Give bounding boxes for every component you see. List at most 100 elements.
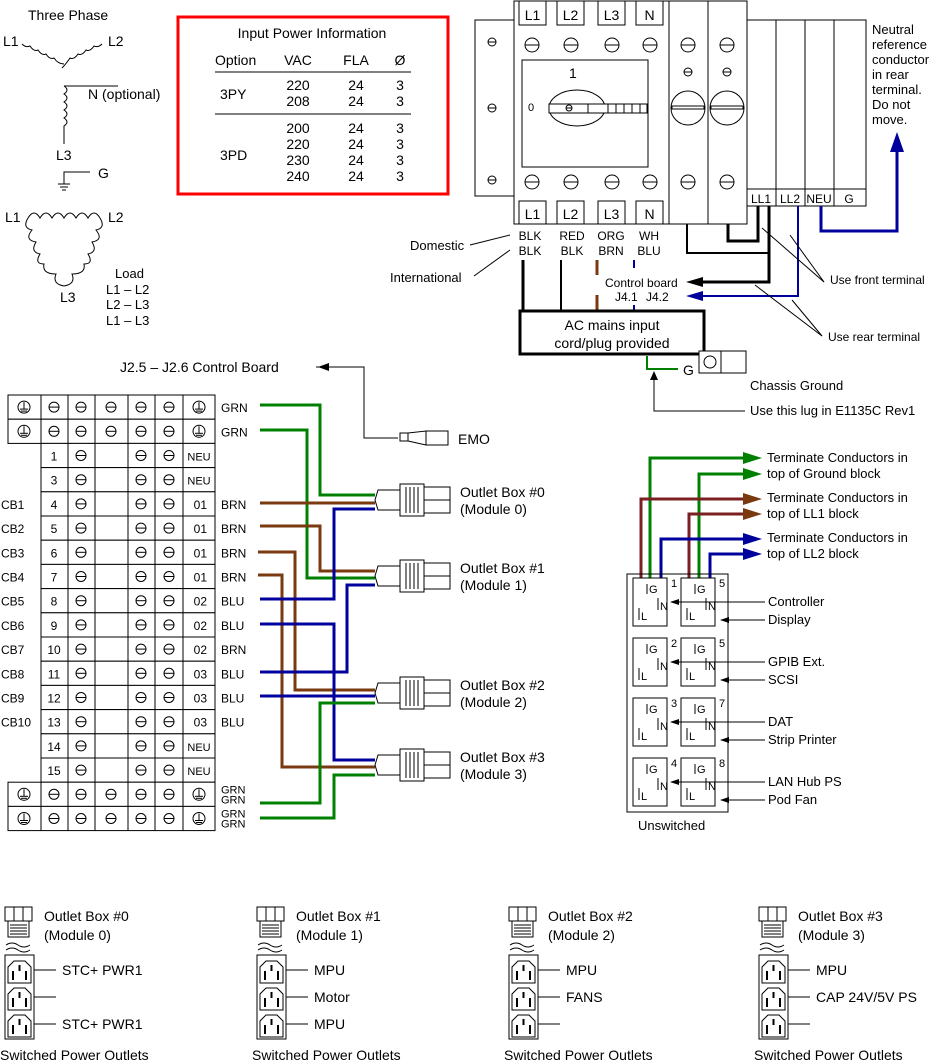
terminate-label: top of LL2 block [767,546,859,561]
outlet-receptacle-icon [761,1014,786,1038]
table-cell: 24 [348,136,364,152]
screw-icon [163,450,175,461]
load-title: Load [115,266,144,281]
table-cell: 200 [286,120,310,136]
outlet-box-name: Outlet Box #0 [460,484,545,500]
wire-brn [639,497,745,608]
pin-n-label: N [660,601,668,613]
screw-icon [75,667,87,679]
domestic-wire-color: BLK [519,229,542,243]
table-cell: 230 [286,152,310,168]
chassis-lug [698,350,722,374]
table-cell: 24 [348,168,364,184]
ground-terminal-icon [192,787,206,801]
wire-color-label: BLU [221,619,244,633]
unswitched-label: Unswitched [638,818,705,833]
outlet-number: 8 [719,758,725,770]
top-terminal-label: L1 [525,7,541,23]
switched-box-module: (Module 0) [44,927,111,943]
ground-terminal-icon [17,812,31,825]
delta-coil-right [63,217,103,287]
ground-terminal-icon [17,787,31,801]
outlet-box-connector[interactable] [374,559,451,593]
terminal-number: 9 [51,619,58,633]
rear-terminal-label: Use rear terminal [828,330,920,344]
screw-icon [75,813,87,824]
terminate-label: top of Ground block [767,466,881,481]
wire-grn [648,456,745,578]
screw-icon [135,498,147,510]
pin-n-label: N [708,721,716,733]
switch-handle-bar[interactable] [548,103,648,114]
unswitched-device-label: Controller [768,594,825,609]
arrow-left-icon [670,779,679,785]
load-item: L1 – L2 [106,282,149,297]
wire-color-label: GRN [221,425,248,439]
pin-l-label: L [689,671,695,683]
outlet-box-connector[interactable] [374,748,451,782]
screw-icon [163,692,175,703]
wire-color-label: BRN [221,643,246,657]
unswitched-device-label: Strip Printer [768,732,837,747]
pin-g-label: G [697,764,706,776]
screw-icon [604,37,620,53]
screw-icon [163,498,175,510]
screw-icon [563,174,579,190]
wire-color-label: GRN [221,784,246,796]
terminal-end-label: NEU [187,476,210,488]
ac-mains-box [518,309,706,356]
circuit-breaker-label: CB6 [1,619,25,633]
outlet-box-module: (Module 0) [460,501,527,517]
wire-brn [260,524,375,573]
outlet-number: 5 [719,578,725,590]
screw-icon [135,788,147,800]
terminate-label: Terminate Conductors in [767,450,908,465]
pin-g-label: G [697,644,706,656]
outlet-box-connector[interactable] [374,483,451,517]
breaker-toggle-icon[interactable] [709,90,745,126]
arrow-left-icon [720,677,729,683]
terminal-end-label: 02 [194,619,208,633]
outlet-number: 4 [671,758,677,770]
arrow-up-icon [650,371,658,380]
arrow-right-icon [743,533,762,545]
g-label: G [683,362,694,378]
pin-l-label: L [689,611,695,623]
terminal-number: 10 [47,643,61,657]
screw-icon [524,37,540,53]
wire-color-label: GRN [221,794,246,806]
control-board-j2-label: J2.5 – J2.6 Control Board [120,359,279,375]
screw-icon [135,425,147,437]
switched-box-footer: Switched Power Outlets [252,1047,401,1063]
table-cell: 3 [396,93,404,109]
terminal-end-label: 01 [194,571,208,585]
busbar-label: G [844,192,853,206]
input-power-table: Input Power Information Option VAC FLA Ø… [176,15,450,196]
screw-icon [135,450,147,461]
delta-coil-left [25,217,65,287]
control-board-label: Control board [605,276,678,290]
emo-connector[interactable] [399,430,449,446]
arrow-right-icon [743,468,762,480]
pin-l-label: L [641,731,647,743]
wire-color-label: BRN [221,571,246,585]
wye-label-l3: L3 [56,147,72,163]
table-cell: 208 [286,93,310,109]
terminal-end-label: 01 [194,546,208,560]
pin-n-label: N [708,781,716,793]
outlet-box-connector[interactable] [374,676,451,710]
circuit-breaker-label: CB7 [1,643,25,657]
outlet-receptacle-icon [511,987,536,1011]
screw-icon [163,522,175,534]
pin-n-label: N [660,721,668,733]
header-fla: FLA [343,52,369,68]
breaker-toggle-icon[interactable] [670,90,706,126]
screw-icon [75,643,87,655]
screw-icon [135,813,147,824]
circuit-breaker-label: CB5 [1,595,25,609]
wire-color-label: GRN [221,809,246,821]
